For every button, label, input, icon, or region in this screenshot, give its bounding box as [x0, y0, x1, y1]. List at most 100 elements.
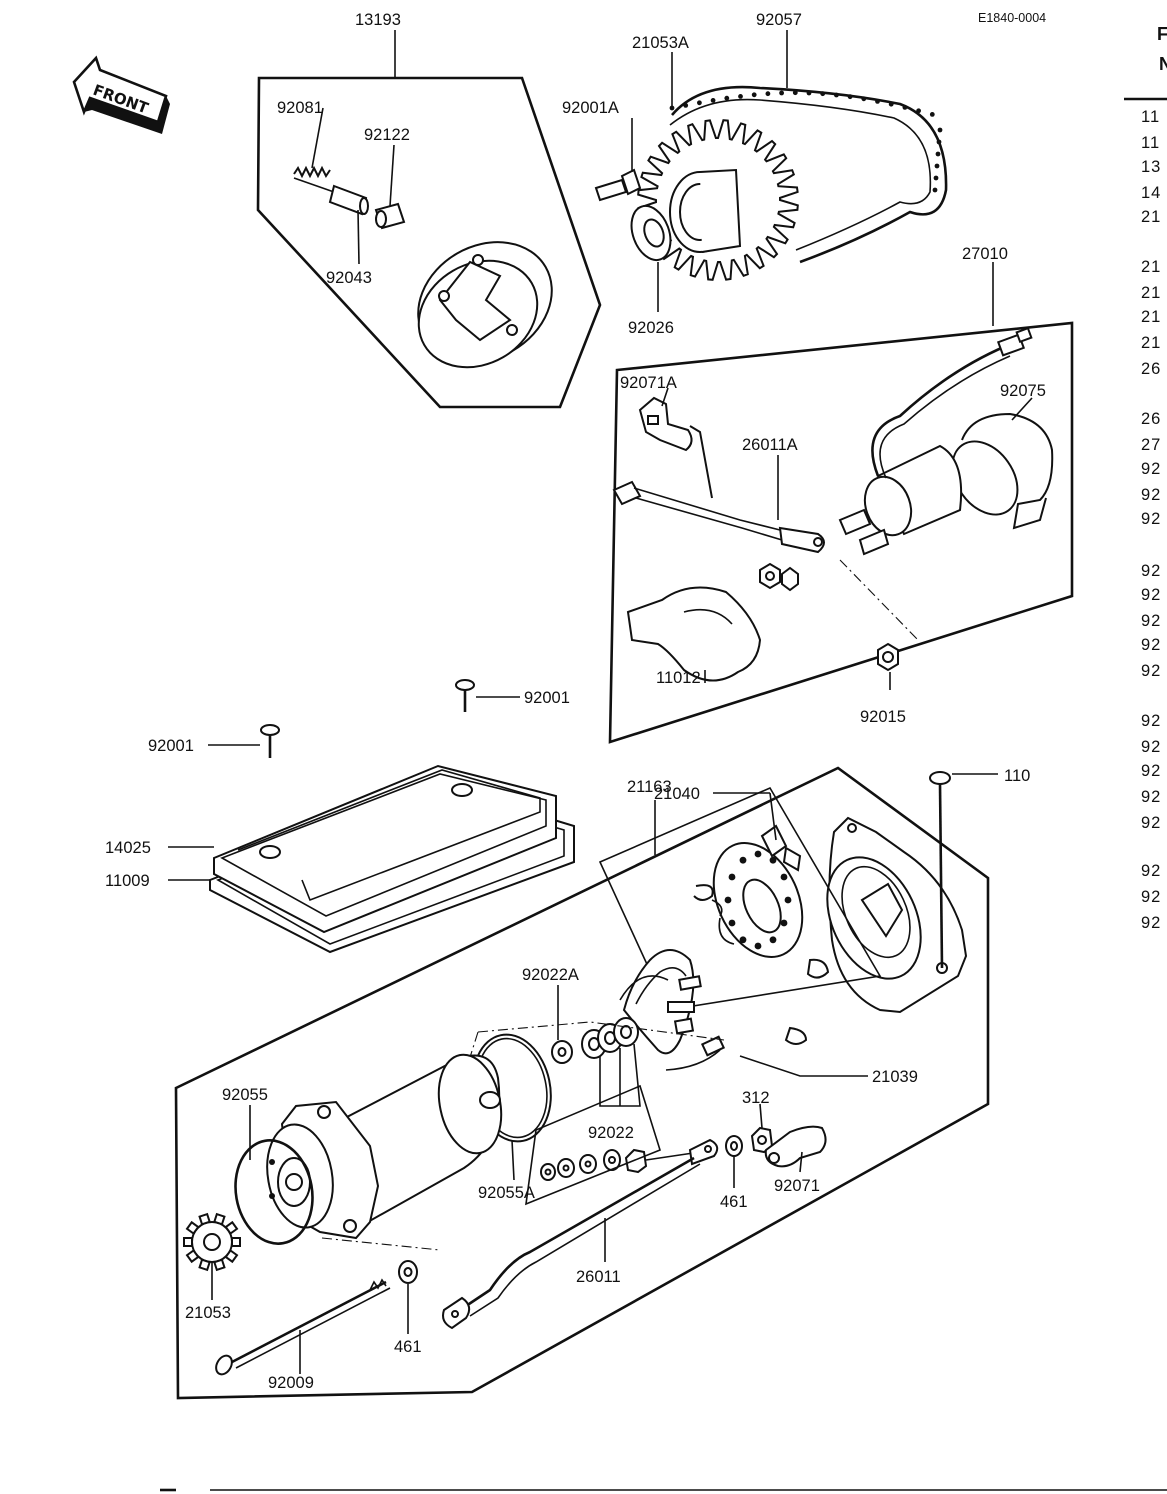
label-13193: 13193	[355, 11, 401, 29]
parts-list-item: 21	[1141, 308, 1161, 326]
label-92026: 92026	[628, 319, 674, 337]
parts-list-item: 27	[1141, 436, 1161, 454]
sprocket-tooth	[224, 1220, 239, 1235]
chain-link	[847, 94, 853, 100]
brush-holder	[619, 949, 726, 1071]
terminal-washers	[540, 1148, 648, 1181]
washer-461-right	[725, 1135, 743, 1157]
cover-group: 92001 92001 14025 11009	[105, 679, 575, 954]
parts-list-item: 92	[1141, 788, 1161, 806]
parts-list-item: 92	[1141, 888, 1161, 906]
cable-26011A	[612, 425, 825, 554]
parts-list-item: 92	[1141, 562, 1161, 580]
chain-link	[806, 90, 812, 96]
sprocket-hub	[669, 168, 742, 253]
front-arrow-icon: FRONT	[72, 55, 170, 134]
parts-list-item: 92	[1141, 612, 1161, 630]
chain-link	[765, 91, 771, 97]
chain-link	[751, 92, 757, 98]
label-27010: 27010	[962, 245, 1008, 263]
chain-link	[936, 139, 942, 145]
label-11009: 11009	[105, 872, 150, 890]
end-housing	[826, 816, 968, 1014]
chain-link	[834, 92, 839, 98]
sprocket-tooth	[231, 1237, 241, 1247]
sprocket-tooth	[185, 1220, 200, 1235]
parts-list-item: 26	[1141, 410, 1161, 428]
parts-list-item: 92	[1141, 636, 1161, 654]
label-92071A: 92071A	[620, 374, 677, 392]
plate-hole	[754, 850, 762, 858]
chain-link	[929, 112, 935, 117]
chain-link	[738, 94, 743, 99]
bolt-92001A	[594, 168, 642, 202]
sprocket-chain-group: 92057 21053A 92001A 92026	[562, 11, 948, 337]
label-21053: 21053	[185, 1304, 231, 1322]
boot-92071	[764, 1125, 827, 1168]
nut-312	[750, 1126, 774, 1154]
boot-92071A	[638, 396, 693, 452]
parts-list-item: 11	[1141, 134, 1160, 152]
plate-hole	[769, 936, 777, 944]
chain-link	[934, 163, 940, 169]
front-housing	[266, 1100, 380, 1240]
parts-list-item: 92	[1141, 460, 1161, 478]
nut-92015	[877, 642, 899, 672]
bolt-92009	[215, 1278, 391, 1376]
washer-461-left	[398, 1260, 418, 1284]
label-92015: 92015	[860, 708, 906, 726]
parts-list-partial: F N 111113142121212121262627929292929292…	[1124, 24, 1167, 932]
parts-list-item: 21	[1141, 284, 1161, 302]
sprocket-tooth	[183, 1237, 193, 1247]
parts-list-item: 11	[1141, 108, 1160, 126]
parts-list-item: 21	[1141, 258, 1161, 276]
parts-list-item: 92	[1141, 762, 1161, 780]
starter-clutch-group: 13193 92081 92122 92043	[256, 11, 602, 409]
chain-link	[779, 90, 784, 96]
plate-hole	[780, 873, 788, 881]
chain-link	[683, 103, 689, 108]
washer-92022A	[551, 1040, 573, 1064]
label-14025: 14025	[105, 839, 151, 857]
sprocket-tooth	[198, 1258, 211, 1272]
pin-92043	[328, 184, 369, 216]
plate-hole	[784, 896, 792, 904]
parts-list-item: 14	[1141, 184, 1161, 202]
label-21040: 21040	[654, 785, 700, 803]
chain-link	[916, 108, 921, 114]
cover-92075	[951, 412, 1054, 530]
cable-26011	[442, 1138, 719, 1330]
drawing-code: E1840-0004	[978, 11, 1046, 25]
parts-list-item: 92	[1141, 662, 1161, 680]
label-461-left: 461	[394, 1338, 422, 1356]
starter-motor-group: 21163 110 21040 92022A 21039 92055 312 9…	[174, 766, 1030, 1400]
chain-link	[820, 91, 826, 97]
parts-list-item: 92	[1141, 712, 1161, 730]
label-312: 312	[742, 1089, 770, 1107]
parts-list-item: 92	[1141, 862, 1161, 880]
sprocket-tooth	[224, 1249, 239, 1264]
parts-list-item: 92	[1141, 586, 1161, 604]
chain-link	[861, 96, 867, 102]
bolt-92001-left	[260, 724, 280, 758]
parts-list-item: 92	[1141, 738, 1161, 756]
label-92071: 92071	[774, 1177, 820, 1195]
chain-link	[937, 127, 943, 133]
plate-hole	[724, 896, 732, 904]
label-21053A: 21053A	[632, 34, 689, 52]
sprocket-21053	[183, 1212, 241, 1272]
label-26011A: 26011A	[742, 436, 798, 454]
chain-link	[792, 90, 798, 96]
label-26011: 26011	[576, 1268, 621, 1286]
label-11012: 11012	[656, 669, 701, 687]
chain-link	[697, 100, 702, 106]
washers-92022	[581, 1017, 639, 1059]
label-21039: 21039	[872, 1068, 918, 1086]
parts-list-item: 13	[1141, 158, 1161, 176]
label-92122: 92122	[364, 126, 410, 144]
sprocket-tooth	[213, 1258, 226, 1272]
sprocket-tooth	[185, 1249, 200, 1264]
o-ring-92055	[234, 1139, 314, 1245]
solenoid-group: 27010 92071A 26011A 92075 11012 92015	[608, 245, 1074, 744]
